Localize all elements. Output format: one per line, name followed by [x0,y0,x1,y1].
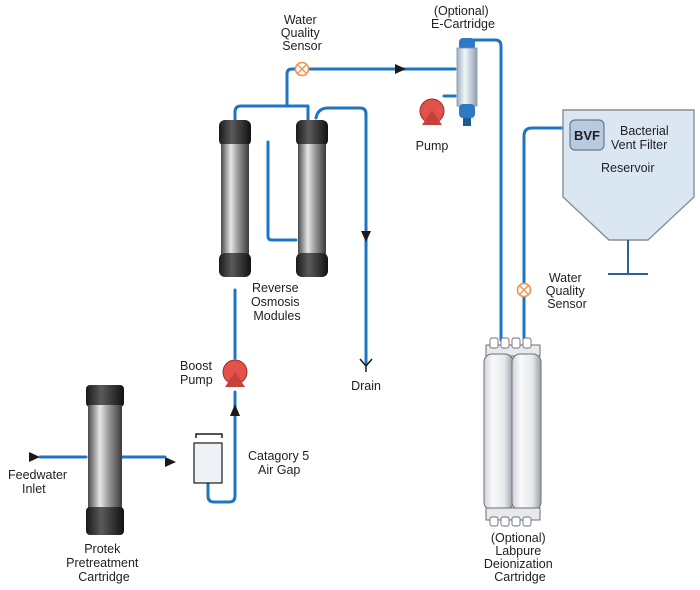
water-quality-sensor-top-icon [294,61,310,77]
air-gap [193,433,223,484]
drain-icon [359,358,373,372]
protek-cartridge [86,385,124,535]
bvf-label: BVF [574,128,600,143]
water-quality-sensor-right-icon [516,282,532,298]
reservoir-label: Reservoir [601,161,655,175]
reservoir [562,109,695,275]
labels: Feedwater Inlet Protek Pretreatment Cart… [8,4,672,584]
water-quality-sensor-right-label: Water Quality Sensor [546,271,588,311]
protek-label: Protek Pretreatment Cartridge [66,542,142,584]
pump-icon [419,98,445,125]
inlet-arrow-icon [29,452,40,462]
pump-label: Pump [416,139,449,153]
e-cartridge-label: (Optional) E-Cartridge [431,4,495,31]
ro-module-right [296,120,328,277]
bvf-box [569,119,605,151]
boost-pump-icon [222,359,248,387]
drain-label: Drain [351,379,381,393]
flow-arrow-icon [395,64,406,74]
ro-modules-label: Reverse Osmosis Modules [251,281,303,323]
vent-filter-label: Bacterial Vent Filter [611,124,672,152]
labpure-cartridge [483,337,542,527]
ro-module-left [219,120,251,277]
flow-arrow-icon [165,457,176,467]
air-gap-label: Catagory 5 Air Gap [248,449,313,477]
flow-arrow-icon [361,231,371,242]
labpure-label: (Optional) Labpure Deionization Cartridg… [484,531,556,584]
water-quality-sensor-top-label: Water Quality Sensor [281,13,323,53]
pipework [206,38,565,504]
feedwater-inlet-label: Feedwater Inlet [8,468,71,496]
flow-arrow-icon [230,404,240,416]
boost-pump-label: Boost Pump [180,359,215,387]
flow-arrows [29,64,406,467]
e-cartridge [456,38,478,126]
